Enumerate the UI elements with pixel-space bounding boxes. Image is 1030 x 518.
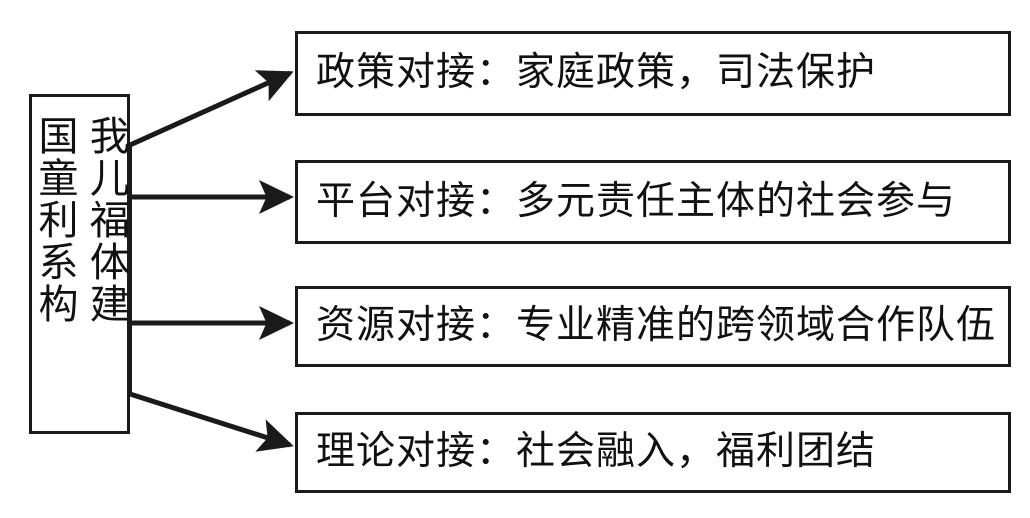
branch-label-policy: 政策对接：家庭政策，司法保护 [316, 50, 877, 96]
root-node-text: 我儿福体建 国童利系构 [31, 97, 129, 431]
branch-label-resource: 资源对接：专业精准的跨领域合作队伍 [316, 303, 997, 349]
connector-arrow-theory [129, 391, 294, 452]
branch-box-policy[interactable]: 政策对接：家庭政策，司法保护 [295, 31, 1011, 116]
branch-box-theory[interactable]: 理论对接：社会融入，福利团结 [295, 412, 1011, 493]
branch-box-resource[interactable]: 资源对接：专业精准的跨领域合作队伍 [295, 286, 1011, 367]
root-node-column-2: 国童利系构 [31, 115, 78, 325]
branch-label-platform: 平台对接：多元责任主体的社会参与 [316, 178, 957, 224]
connector-arrow-policy [128, 70, 294, 148]
root-node[interactable]: 我儿福体建 国童利系构 [29, 94, 130, 434]
root-node-column-1: 我儿福体建 [82, 115, 129, 325]
branch-box-platform[interactable]: 平台对接：多元责任主体的社会参与 [295, 160, 1011, 244]
branch-label-theory: 理论对接：社会融入，福利团结 [316, 429, 877, 475]
